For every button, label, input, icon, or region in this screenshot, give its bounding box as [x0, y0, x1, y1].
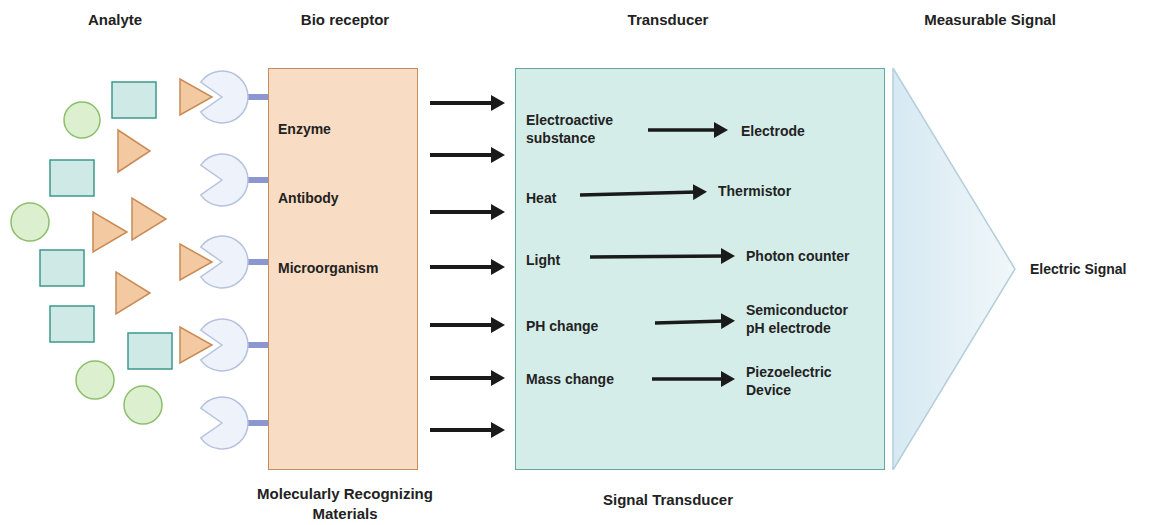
flow-arrow [430, 428, 495, 432]
analyte-triangle [116, 272, 150, 314]
flow-arrow [430, 101, 495, 105]
receptor-stem [247, 259, 268, 265]
flow-arrow [430, 210, 495, 214]
bioreceptor-box: EnzymeAntibodyMicroorganism [268, 68, 418, 470]
receptor-type: Enzyme [278, 120, 331, 138]
analyte-square [50, 160, 94, 196]
analyte-square [50, 306, 94, 342]
signal-source: Mass change [526, 370, 614, 388]
output-label: Electric Signal [1030, 260, 1126, 278]
receptor-type: Microorganism [278, 259, 378, 277]
receptor-stems [247, 97, 268, 423]
signal-triangle-outline [893, 68, 1015, 470]
analyte-triangle [132, 198, 166, 240]
analyte-circle [11, 203, 49, 241]
signal-arrow [652, 377, 725, 381]
receptor-stem [247, 177, 268, 183]
transducer-device: Photon counter [746, 247, 849, 265]
receptor-stem [247, 94, 268, 100]
column-heading: Analyte [88, 10, 142, 30]
analyte-square [112, 82, 156, 118]
signal-arrow [655, 321, 725, 323]
signal-arrow [590, 256, 725, 257]
analyte-triangle [180, 327, 212, 363]
signal-source: Heat [526, 189, 556, 207]
analyte-triangle [180, 79, 212, 115]
analyte-circles [11, 102, 162, 424]
receptor-type: Antibody [278, 189, 339, 207]
analyte-triangle [118, 130, 150, 172]
analyte-circle [76, 361, 114, 399]
flow-arrow [430, 265, 495, 269]
analyte-square [128, 333, 172, 369]
analyte-triangle [180, 244, 212, 280]
analyte-triangle [93, 212, 127, 252]
column-heading: Transducer [628, 10, 709, 30]
signal-source: PH change [526, 317, 598, 335]
analyte-circle [124, 386, 162, 424]
column-heading: Measurable Signal [924, 10, 1056, 30]
flow-arrow [430, 153, 495, 157]
column-heading: Bio receptor [301, 10, 389, 30]
receptor-shape [201, 154, 248, 206]
analyte-square [40, 250, 84, 286]
analyte-squares [40, 82, 172, 369]
flow-arrow [430, 376, 495, 380]
signal-arrow [648, 128, 718, 132]
receptor-shape [201, 397, 248, 449]
column-caption: Molecularly Recognizing Materials [235, 484, 455, 523]
analyte-circle [64, 102, 100, 138]
signal-source: Electroactive substance [526, 111, 644, 147]
transducer-device: Piezoelectric Device [746, 363, 864, 399]
transducer-device: Semiconductor pH electrode [746, 301, 864, 337]
transducer-device: Electrode [741, 122, 805, 140]
signal-source: Light [526, 251, 560, 269]
signal-arrow [580, 192, 697, 195]
column-caption: Signal Transducer [603, 490, 733, 510]
transducer-device: Thermistor [718, 182, 791, 200]
receptor-stem [247, 420, 268, 426]
receptor-stem [247, 342, 268, 348]
flow-arrow [430, 323, 495, 327]
analyte-triangles [93, 79, 212, 363]
signal-triangle: Electric Signal [885, 68, 1147, 470]
